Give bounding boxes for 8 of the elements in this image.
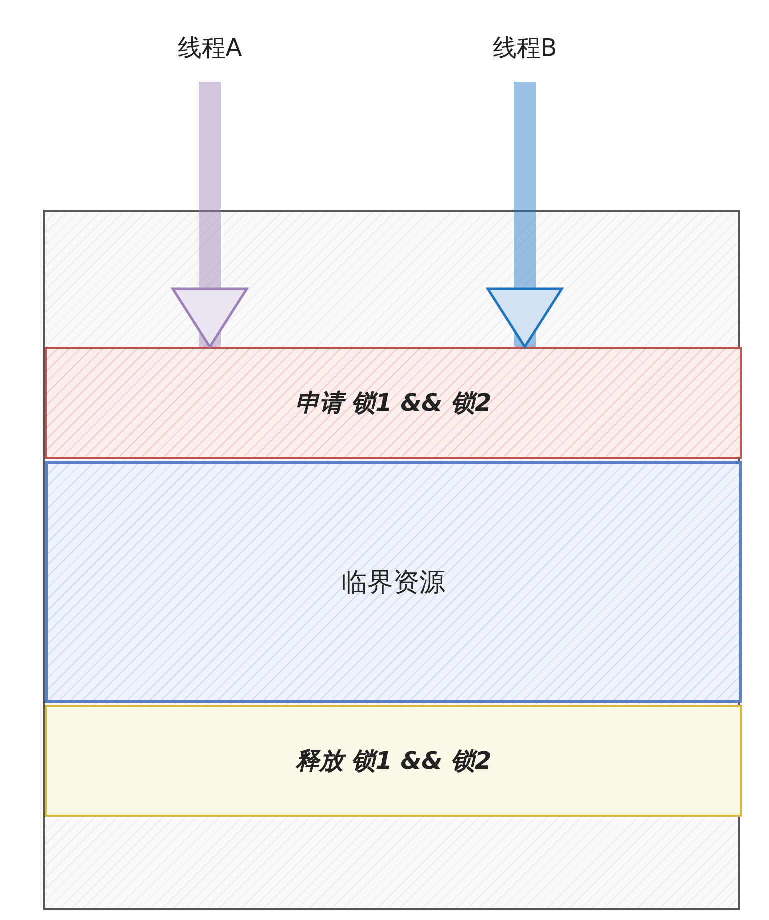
container-box [43, 210, 740, 910]
unlock-band: 释放 锁1 && 锁2 [45, 705, 742, 817]
thread-label: 线程B [475, 28, 575, 68]
lock-band: 申请 锁1 && 锁2 [45, 347, 742, 459]
thread-label: 线程A [160, 28, 260, 68]
block-arrow [172, 82, 248, 348]
block-arrow [486, 82, 564, 348]
resource-band: 临界资源 [45, 461, 742, 703]
